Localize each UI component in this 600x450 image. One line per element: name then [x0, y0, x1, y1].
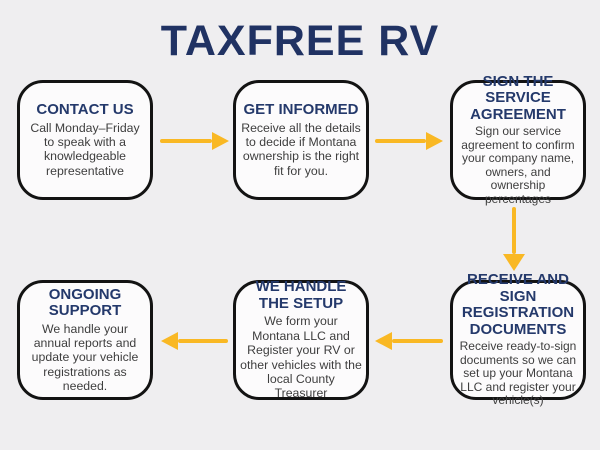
step-get-informed: GET INFORMED Receive all the details to … [233, 80, 369, 200]
step-title: GET INFORMED [243, 101, 359, 118]
step-ongoing-support: ONGOING SUPPORT We handle your annual re… [17, 280, 153, 400]
arrow-left-icon [161, 331, 228, 351]
step-title: WE HANDLE THE SETUP [255, 278, 347, 312]
step-body: We form your Montana LLC and Register yo… [240, 314, 362, 401]
step-title: ONGOING SUPPORT [48, 285, 122, 320]
step-body: Receive ready-to-sign documents so we ca… [459, 339, 577, 408]
step-title: SIGN THE SERVICE AGREEMENT [470, 72, 566, 123]
arrowhead-down-icon [503, 254, 525, 271]
step-body: Call Monday–Friday to speak with a knowl… [30, 120, 140, 178]
arrow-right-icon [160, 131, 229, 151]
step-title: CONTACT US [36, 101, 134, 118]
step-sign-service-agreement: SIGN THE SERVICE AGREEMENT Sign our serv… [450, 73, 586, 206]
arrow-down-icon [503, 207, 525, 271]
arrow-stem [392, 339, 443, 343]
arrowhead-left-icon [161, 332, 178, 350]
step-body: Receive all the details to decide if Mon… [241, 120, 361, 178]
step-body: We handle your annual reports and update… [31, 321, 139, 394]
arrowhead-right-icon [426, 132, 443, 150]
step-receive-sign-registration-documents: RECEIVE AND SIGN REGISTRATION DOCUMENTS … [450, 271, 586, 407]
step-body: Sign our service agreement to confirm yo… [461, 124, 575, 206]
arrowhead-left-icon [375, 332, 392, 350]
arrowhead-right-icon [212, 132, 229, 150]
step-title: RECEIVE AND SIGN REGISTRATION DOCUMENTS [461, 271, 575, 338]
arrow-stem [375, 139, 426, 143]
arrow-left-icon [375, 331, 443, 351]
arrow-right-icon [375, 131, 443, 151]
arrow-stem [160, 139, 212, 143]
step-contact-us: CONTACT US Call Monday–Friday to speak w… [17, 80, 153, 200]
page-title: TAXFREE RV [160, 17, 440, 65]
step-we-handle-the-setup: WE HANDLE THE SETUP We form your Montana… [233, 278, 369, 401]
arrow-stem [512, 207, 516, 254]
arrow-stem [178, 339, 228, 343]
